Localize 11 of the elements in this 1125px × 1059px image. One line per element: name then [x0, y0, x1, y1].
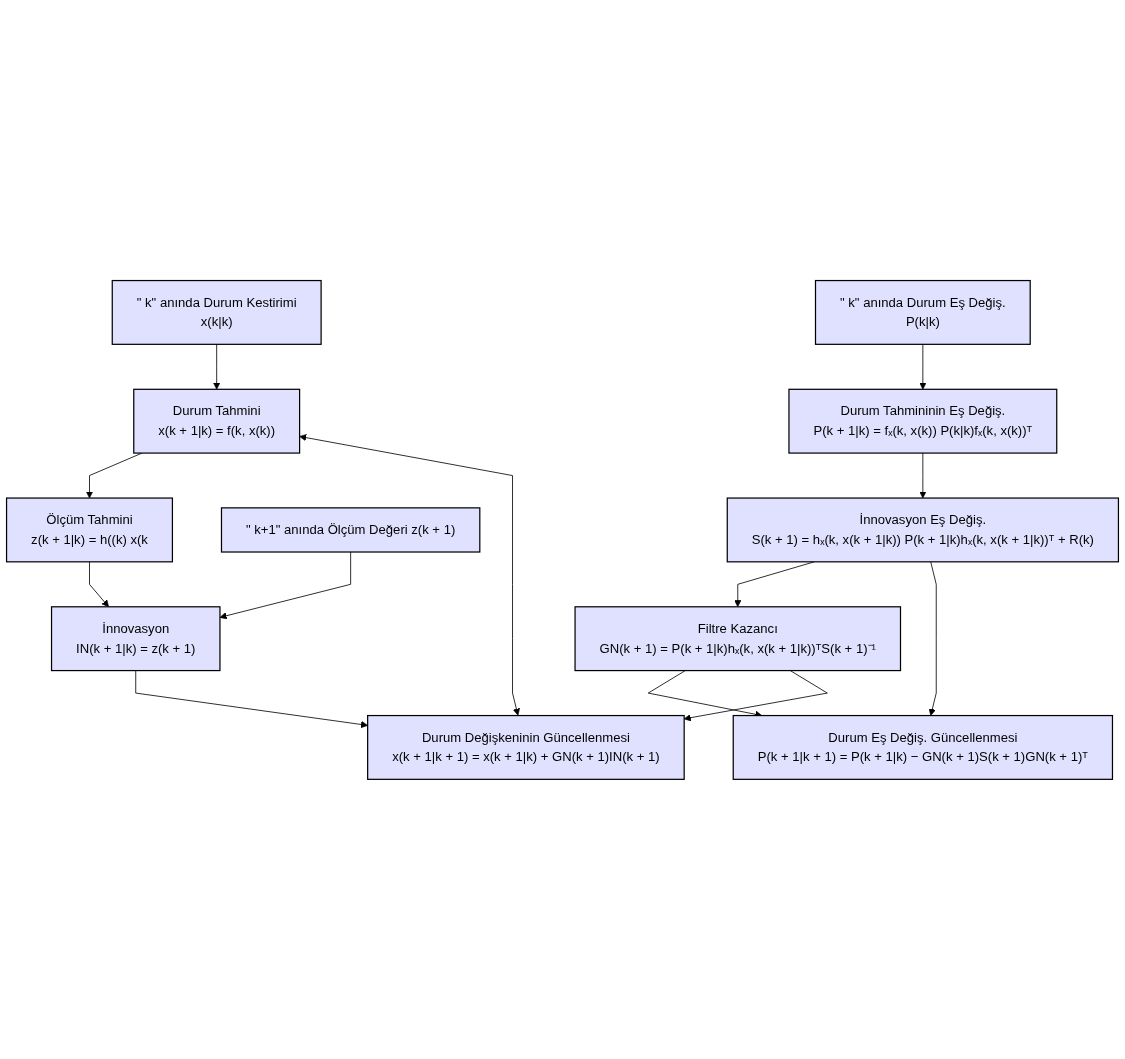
node-box: İnnovasyon Eş Değiş. S(k + 1) = hₓ(k, x(k + 1|k)) P(k + 1|k)hₓ(k, x(k + 1|k))ᵀ + R(k) — [726, 497, 1120, 562]
node-box: " k+1" anında Ölçüm Değeri z(k + 1) — [220, 506, 481, 553]
node-box: Filtre Kazancı GN(k + 1) = P(k + 1|k)hₓ(k, x(k + 1|k))ᵀS(k + 1)⁻¹ — [574, 605, 902, 671]
node-box: Ölçüm Tahmini z(k + 1|k) = h((k) x(k — [5, 497, 174, 562]
node-box: " k" anında Durum Eş Değiş. P(k|k) — [814, 279, 1031, 345]
node-box: Durum Eş Değiş. Güncellenmesi P(k + 1|k + 1) = P(k + 1|k) − GN(k + 1)S(k + 1)GN(k + 1)ᵀ — [732, 714, 1114, 780]
node-box: Durum Tahmini x(k + 1|k) = f(k, x(k)) — [133, 388, 301, 454]
node-box: Durum Tahmininin Eş Değiş. P(k + 1|k) = fₓ(k, x(k)) P(k|k)fₓ(k, x(k))ᵀ — [788, 388, 1058, 454]
node-box: İnnovasyon IN(k + 1|k) = z(k + 1) — [50, 605, 221, 671]
node-box: Durum Değişkeninin Güncellenmesi x(k + 1|k + 1) = x(k + 1|k) + GN(k + 1)IN(k + 1) — [367, 714, 685, 780]
node-box: " k" anında Durum Kestirimi x(k|k) — [111, 279, 322, 345]
